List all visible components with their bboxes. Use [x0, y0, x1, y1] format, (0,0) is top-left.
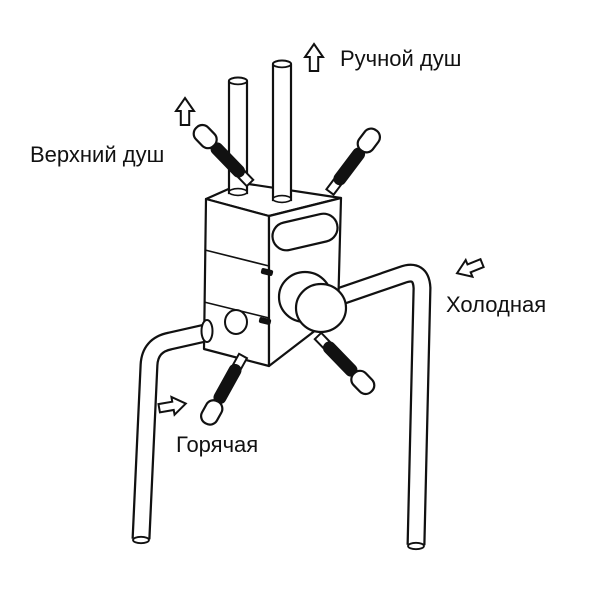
label-hand-shower: Ручной душ	[340, 46, 461, 71]
diverter-cap	[271, 212, 339, 252]
valve-front-face	[202, 197, 271, 368]
overhead-shower-arrow-icon	[175, 97, 195, 126]
clip-lower	[258, 317, 272, 325]
hand-pipe-opening	[272, 59, 292, 69]
label-cold: Холодная	[446, 292, 546, 317]
hot-inlet-pipe	[131, 317, 235, 545]
retaining-clips	[258, 268, 274, 325]
hand-shower-pipe	[271, 59, 293, 204]
label-overhead-shower: Верхний душ	[30, 142, 164, 167]
lever-bottom-left	[197, 350, 252, 429]
hand-shower-arrow-icon	[304, 43, 324, 72]
lever-bottom-right	[310, 328, 379, 399]
valve-front-seam	[204, 249, 270, 267]
cold-arrow-icon	[452, 253, 487, 283]
hot-pipe-flange	[200, 319, 214, 343]
hand-pipe-base-rim	[272, 194, 292, 204]
cold-pipe-end-cap	[407, 541, 425, 551]
lever-top-right	[322, 124, 385, 199]
cold-inlet-pipe	[334, 263, 432, 551]
hot-arrow-icon	[156, 393, 189, 419]
hot-front-port	[224, 309, 248, 335]
hot-pipe-end-cap	[132, 535, 150, 545]
overhead-pipe-base-rim	[228, 187, 248, 197]
label-hot: Горячая	[176, 432, 258, 457]
overhead-pipe-opening	[228, 76, 248, 86]
clip-upper	[260, 268, 274, 276]
